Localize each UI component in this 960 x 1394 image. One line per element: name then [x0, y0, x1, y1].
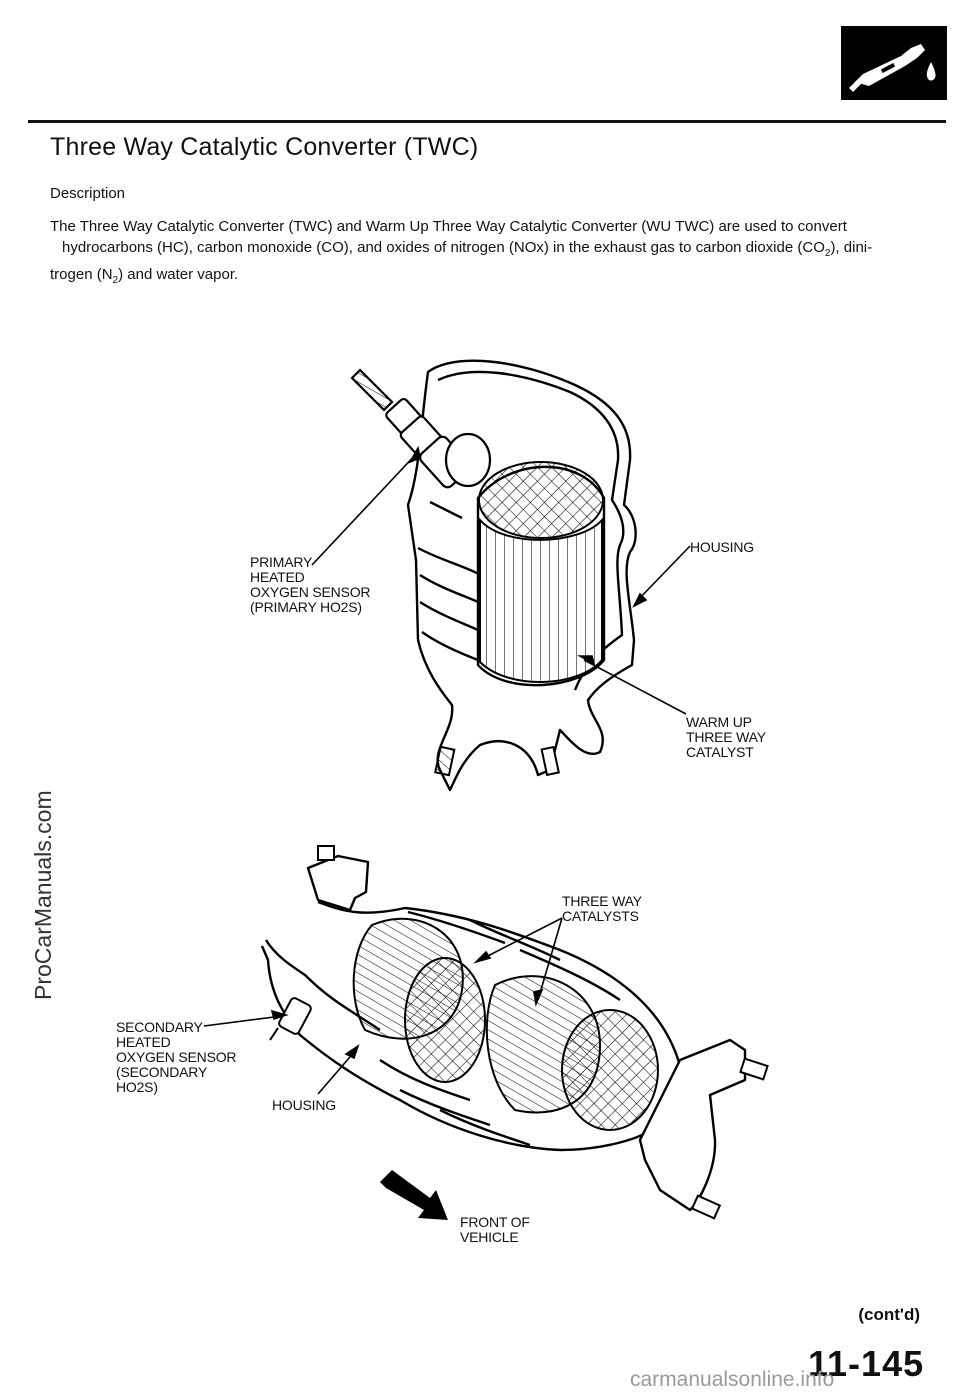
continued-note: (cont'd) — [858, 1305, 920, 1324]
header-rule — [28, 120, 946, 123]
catalyst-side — [479, 517, 603, 683]
n2-subscript: 2 — [112, 275, 119, 286]
front-catalyst-face — [404, 957, 486, 1083]
co2-subscript: 2 — [824, 248, 831, 259]
bottom-watermark: carmanualsonline.info — [630, 1368, 835, 1391]
figure2-leaders — [203, 917, 563, 1095]
secondary-sensor-label: SECONDARY HEATED OXYGEN SENSOR (SECONDAR… — [116, 1019, 237, 1095]
lower-studs — [434, 745, 560, 777]
front-of-vehicle-label: FRONT OF VEHICLE — [460, 1214, 530, 1245]
primary-sensor-label: PRIMARY HEATED OXYGEN SENSOR (PRIMARY HO… — [250, 554, 371, 615]
housing-label-bottom: HOUSING — [272, 1097, 336, 1113]
secondary-sensor-drawing — [269, 997, 312, 1041]
description-line-2: hydrocarbons (HC), carbon monoxide (CO),… — [62, 239, 825, 256]
description-line-1: The Three Way Catalytic Converter (TWC) … — [50, 218, 847, 235]
figure1-leaders — [311, 445, 691, 715]
warm-up-catalyst-label: WARM UP THREE WAY CATALYST — [686, 714, 766, 760]
section-subheading: Description — [50, 185, 126, 202]
three-way-catalysts-label: THREE WAY CATALYSTS — [562, 893, 642, 924]
description-line-3b: ) and water vapor. — [118, 266, 239, 283]
description-line-3a: trogen (N — [50, 266, 113, 283]
flange-studs — [317, 845, 769, 1220]
page-title: Three Way Catalytic Converter (TWC) — [50, 133, 479, 161]
primary-sensor-drawing — [350, 368, 492, 489]
three-way-converter-drawing — [260, 846, 747, 1212]
rear-catalyst-face — [561, 1009, 659, 1131]
page-number: 11-145 — [808, 1343, 925, 1384]
front-arrow-icon — [380, 1170, 448, 1220]
description-line-2-end: ), dini- — [830, 239, 873, 256]
housing-label-top: HOUSING — [690, 539, 754, 555]
catalyst-top-face — [478, 461, 604, 539]
fuel-nozzle-icon — [841, 26, 947, 100]
side-watermark: ProCarManuals.com — [30, 790, 56, 1000]
description-paragraph: The Three Way Catalytic Converter (TWC) … — [50, 216, 936, 291]
